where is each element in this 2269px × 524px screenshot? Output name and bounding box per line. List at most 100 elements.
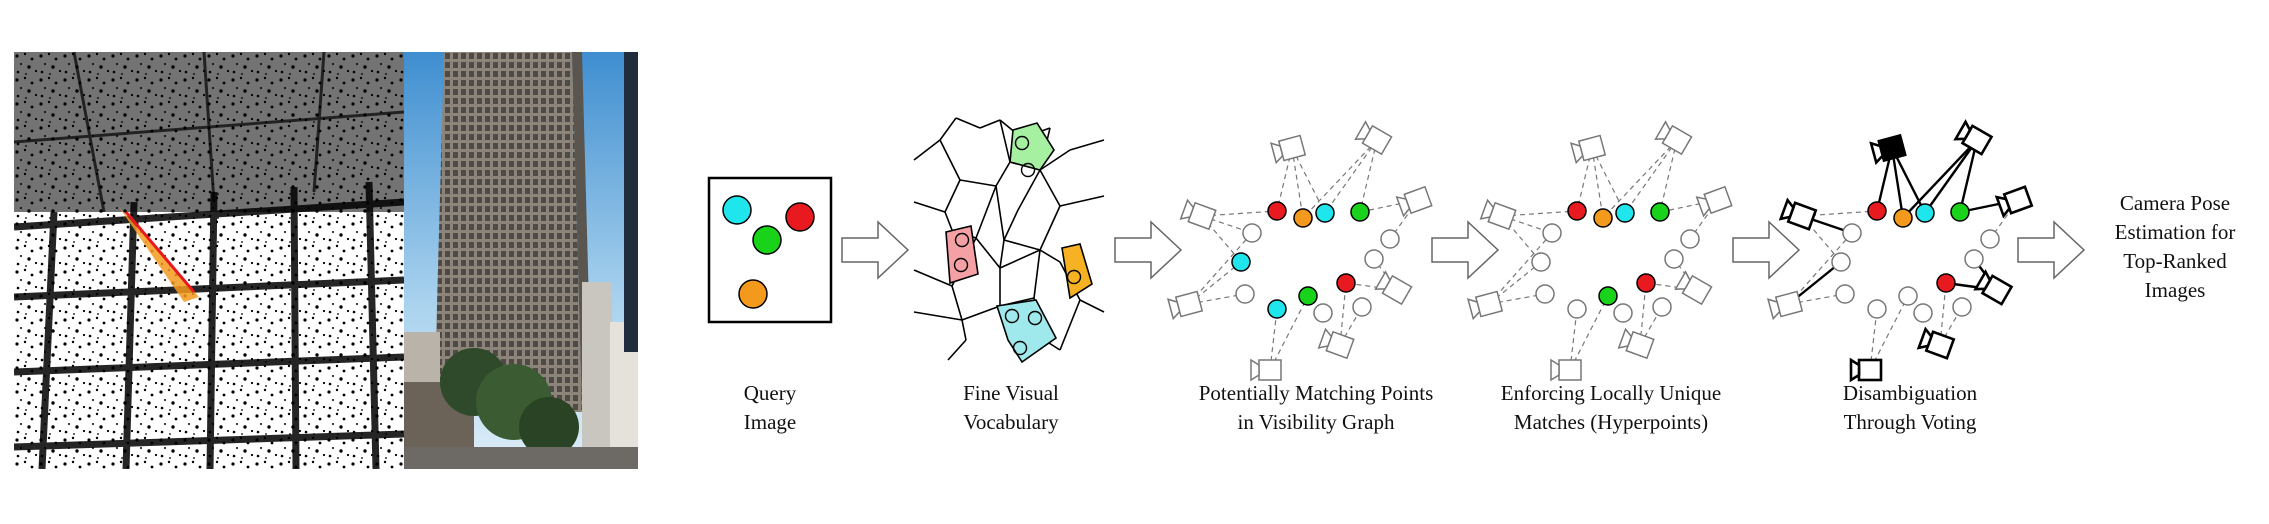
camera-lens bbox=[1479, 198, 1495, 220]
visual-word-cell-green bbox=[1009, 122, 1055, 171]
arrow-right-icon bbox=[1114, 220, 1183, 280]
matched-point-icon bbox=[1593, 208, 1613, 228]
camera-icon bbox=[1479, 198, 1517, 231]
matched-point-icon bbox=[1893, 208, 1913, 228]
voronoi-edge bbox=[947, 339, 967, 361]
matched-point-icon bbox=[1950, 202, 1970, 222]
camera-icon bbox=[1916, 326, 1956, 360]
camera-icon bbox=[1250, 358, 1282, 382]
camera-lens bbox=[1695, 196, 1711, 218]
camera-body bbox=[1174, 290, 1204, 318]
camera-lens bbox=[1916, 326, 1933, 350]
voronoi-edge bbox=[944, 211, 953, 231]
caption-final: Camera Pose Estimation for Top-Ranked Im… bbox=[2085, 189, 2265, 305]
point-icon bbox=[1542, 223, 1562, 243]
point-icon bbox=[1898, 286, 1918, 306]
camera-icon bbox=[1869, 133, 1907, 166]
camera-body bbox=[1577, 134, 1607, 162]
point-icon bbox=[1652, 297, 1672, 317]
camera-lens bbox=[1617, 327, 1633, 349]
caption-unique-line-2: Matches (Hyperpoints) bbox=[1513, 410, 1709, 434]
voronoi-edge bbox=[975, 237, 1001, 269]
point-icon bbox=[1567, 299, 1587, 319]
camera-lens bbox=[1250, 358, 1260, 382]
caption-vocab-line-2: Vocabulary bbox=[963, 410, 1059, 434]
feature-point-icon bbox=[785, 202, 815, 232]
camera-lens bbox=[1466, 298, 1481, 321]
voronoi-edge bbox=[1079, 299, 1105, 313]
point-icon bbox=[1364, 249, 1384, 269]
camera-icon bbox=[1269, 134, 1307, 165]
point-icon bbox=[1913, 303, 1933, 323]
visibility-edge bbox=[1488, 232, 1553, 305]
caption-disambig-line-1: Disambiguation bbox=[1842, 381, 1978, 405]
caption-matching-line-2: in Visibility Graph bbox=[1237, 410, 1395, 434]
voronoi-edge bbox=[1039, 169, 1061, 207]
visibility-edge bbox=[1591, 147, 1604, 219]
camera-body bbox=[1258, 359, 1282, 381]
feature-point-icon bbox=[722, 195, 752, 225]
caption-query: Query Image bbox=[690, 379, 850, 437]
camera-icon bbox=[1654, 120, 1693, 156]
point-icon bbox=[1613, 303, 1633, 323]
feature-point-icon bbox=[954, 232, 970, 248]
feature-point-icon bbox=[738, 279, 768, 309]
point-icon bbox=[1831, 252, 1851, 272]
voronoi-edge bbox=[1039, 205, 1061, 251]
arrow-right-icon bbox=[1431, 220, 1500, 280]
voronoi-edge bbox=[959, 179, 997, 187]
voronoi-edge bbox=[939, 139, 961, 181]
camera-lens bbox=[1569, 142, 1584, 165]
arrow-right-icon bbox=[841, 220, 910, 280]
camera-icon bbox=[1617, 327, 1655, 360]
camera-lens bbox=[1654, 120, 1671, 140]
voronoi-edge bbox=[939, 117, 957, 141]
camera-lens bbox=[1849, 357, 1861, 383]
caption-final-line-2: Estimation for bbox=[2114, 220, 2236, 244]
camera-icon bbox=[1374, 270, 1413, 306]
caption-unique-line-1: Enforcing Locally Unique bbox=[1500, 381, 1722, 405]
point-icon bbox=[1835, 284, 1855, 304]
voronoi-edge bbox=[951, 285, 963, 321]
arrow-right-icon bbox=[2017, 220, 2086, 280]
caption-matching: Potentially Matching Points in Visibilit… bbox=[1166, 379, 1466, 437]
camera-lens bbox=[1166, 298, 1181, 321]
camera-icon bbox=[1674, 270, 1713, 306]
camera-icon bbox=[1953, 119, 1994, 156]
point-icon bbox=[1531, 252, 1551, 272]
point-icon bbox=[1842, 223, 1862, 243]
point-icon bbox=[1235, 284, 1255, 304]
camera-lens bbox=[1179, 198, 1195, 220]
point-icon bbox=[1680, 229, 1700, 249]
visibility-edge bbox=[1890, 147, 1905, 219]
matched-point-icon bbox=[1298, 286, 1318, 306]
visibility-edge bbox=[1788, 232, 1853, 305]
camera-icon bbox=[1973, 269, 2014, 306]
caption-unique: Enforcing Locally Unique Matches (Hyperp… bbox=[1471, 379, 1751, 437]
feature-point-icon bbox=[1027, 310, 1043, 326]
voronoi-edge bbox=[1039, 249, 1061, 263]
matched-point-icon bbox=[1267, 299, 1287, 319]
visibility-edge bbox=[1659, 139, 1678, 213]
voronoi-edge bbox=[999, 249, 1041, 269]
voronoi-edge bbox=[961, 319, 967, 341]
camera-body bbox=[1558, 359, 1582, 381]
voronoi-edge bbox=[1017, 169, 1041, 211]
voronoi-edge bbox=[999, 119, 1011, 163]
visual-word-cell-red bbox=[945, 225, 979, 285]
matched-point-icon bbox=[1615, 203, 1635, 223]
skyscraper-photo bbox=[404, 52, 638, 469]
voronoi-edge bbox=[999, 239, 1005, 269]
caption-final-line-4: Images bbox=[2144, 278, 2206, 302]
feature-point-icon bbox=[1014, 135, 1030, 151]
voronoi-edge bbox=[975, 185, 997, 239]
voronoi-edge bbox=[995, 161, 1011, 187]
visibility-edge bbox=[1624, 139, 1678, 214]
visibility-edge bbox=[1324, 139, 1378, 214]
visibility-edge bbox=[1591, 147, 1626, 214]
feature-point-icon bbox=[1004, 308, 1020, 324]
camera-lens bbox=[1550, 358, 1560, 382]
matched-point-icon bbox=[1936, 273, 1956, 293]
camera-icon bbox=[1354, 120, 1393, 156]
camera-lens bbox=[1374, 270, 1391, 290]
